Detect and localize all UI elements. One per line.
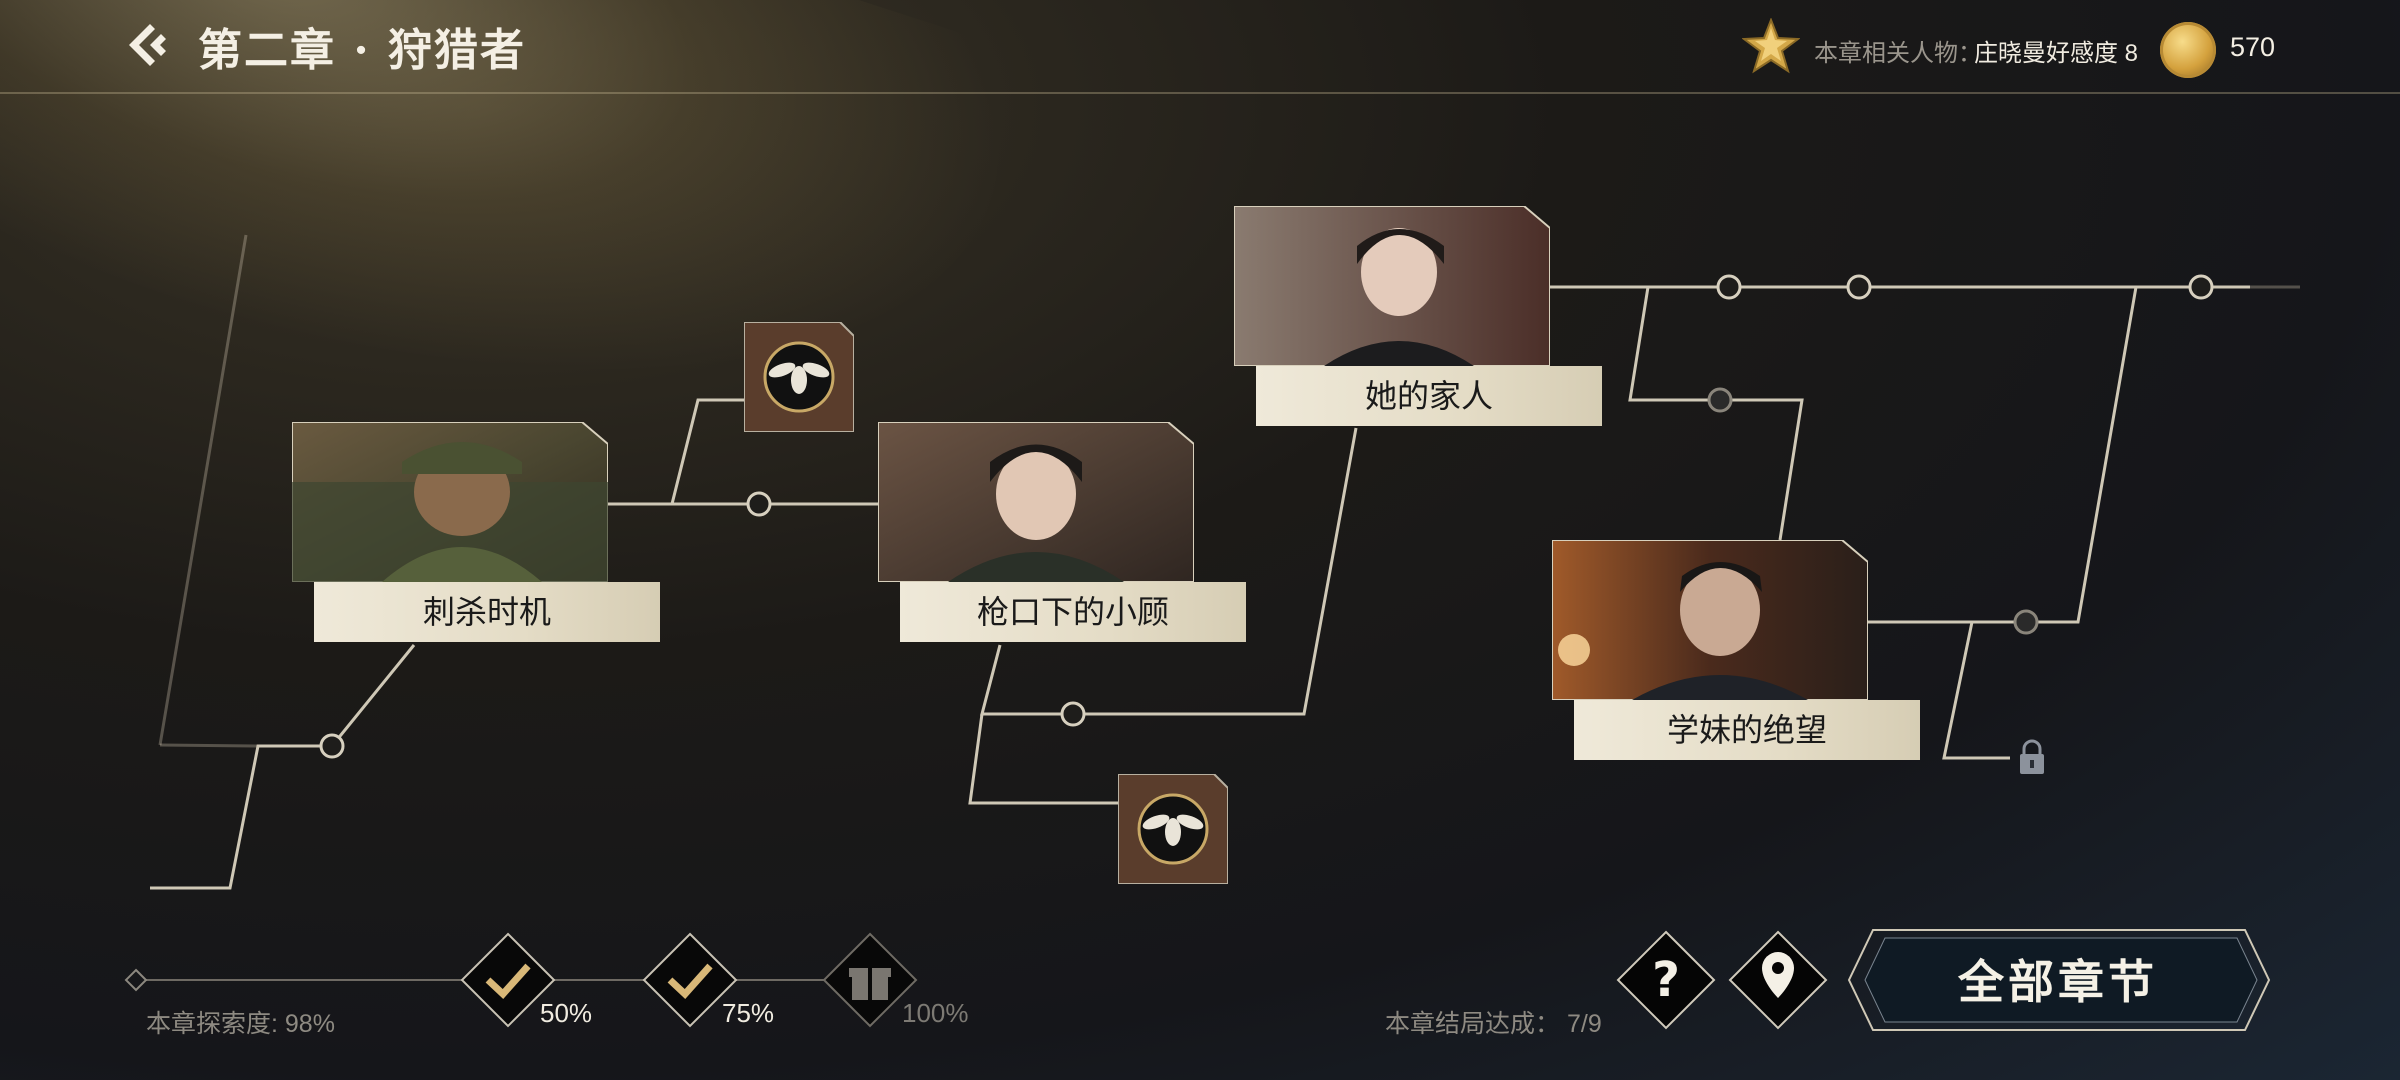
- path-node: [1716, 274, 1742, 300]
- story-node-4[interactable]: 学妹的绝望: [1552, 540, 1922, 762]
- path-node: [1846, 274, 1872, 300]
- path-node-unvisited: [1707, 387, 1733, 413]
- faint-path: [159, 743, 259, 748]
- location-button[interactable]: [1728, 930, 1828, 1030]
- story-node-3[interactable]: 她的家人: [1234, 206, 1604, 428]
- related-characters-label: 本章相关人物：: [1814, 40, 1982, 67]
- path-node: [319, 733, 345, 759]
- path-segment: [150, 644, 416, 890]
- milestone-50-check-icon[interactable]: [460, 932, 556, 1028]
- all-chapters-label: 全部章节: [1958, 955, 2158, 1009]
- node-label: 她的家人: [1256, 366, 1602, 426]
- path-node-unvisited: [2013, 609, 2039, 635]
- milestone-label: 100%: [902, 998, 969, 1028]
- ending-value: 7/9: [1566, 1010, 1602, 1038]
- node-label: 学妹的绝望: [1574, 700, 1920, 760]
- path-node: [2188, 274, 2214, 300]
- star-icon: [1742, 18, 1800, 74]
- story-node-2[interactable]: 枪口下的小顾: [878, 422, 1248, 644]
- scene-thumbnail-3: [1234, 206, 1550, 366]
- scene-thumbnail-2: [878, 422, 1194, 582]
- progress-start-marker: [124, 968, 148, 992]
- milestone-label: 50%: [540, 998, 593, 1028]
- chapter-title: 第二章 · 狩猎者: [198, 25, 526, 76]
- exploration-value: 98%: [284, 1010, 335, 1038]
- back-icon[interactable]: [125, 20, 175, 70]
- exploration-label: 本章探索度: 98%: [146, 1010, 335, 1038]
- bee-emblem-icon[interactable]: [744, 322, 854, 432]
- top-bar: [0, 0, 2400, 94]
- help-button[interactable]: ?: [1616, 930, 1716, 1030]
- affinity-value: 庄晓曼好感度 8: [1974, 40, 2139, 67]
- path-segment: [980, 427, 1358, 716]
- milestone-label: 75%: [722, 998, 775, 1028]
- all-chapters-button[interactable]: [1845, 928, 2271, 1032]
- path-node: [746, 491, 772, 517]
- lock-icon: [2020, 739, 2044, 774]
- node-label: 枪口下的小顾: [900, 582, 1246, 642]
- path-segment: [1866, 286, 2138, 624]
- milestone-75-check-icon[interactable]: [642, 932, 738, 1028]
- path-segment: [670, 398, 744, 505]
- coin-icon: [2160, 22, 2216, 78]
- path-node: [1060, 701, 1086, 727]
- question-icon: ?: [1652, 952, 1680, 1008]
- node-label: 刺杀时机: [314, 582, 660, 642]
- scene-thumbnail-1: [292, 422, 608, 582]
- bee-emblem-icon[interactable]: [1118, 774, 1228, 884]
- faint-path: [158, 234, 248, 746]
- story-node-1[interactable]: 刺杀时机: [292, 422, 662, 644]
- coin-count: 570: [2230, 32, 2276, 62]
- scene-thumbnail-4: [1552, 540, 1868, 700]
- path-segment: [968, 713, 1120, 805]
- milestone-100-gift-icon[interactable]: [822, 932, 918, 1028]
- location-pin-icon: [1762, 952, 1794, 998]
- ending-label: 本章结局达成： 7/9: [1385, 1010, 1602, 1038]
- path-segment: [1942, 621, 2010, 760]
